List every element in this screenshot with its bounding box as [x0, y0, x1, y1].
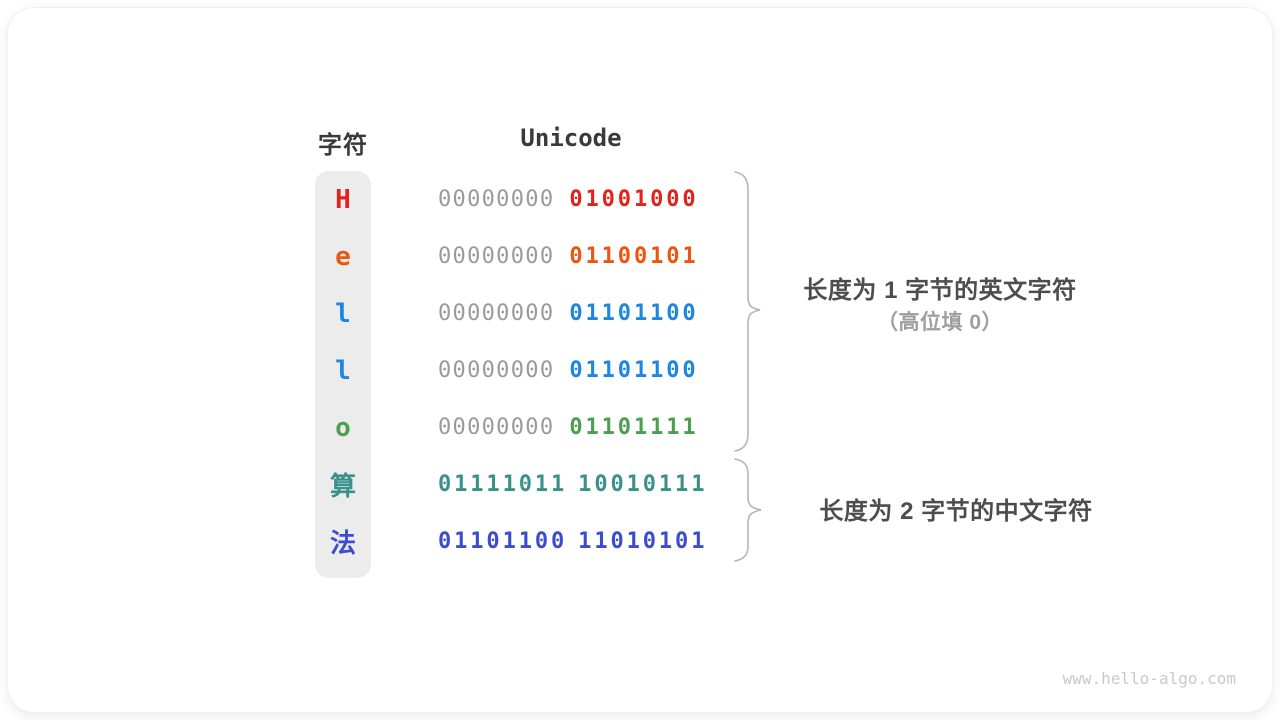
annotation-chinese-chars: 长度为 2 字节的中文字符	[756, 495, 1156, 528]
char-glyph: 法	[329, 529, 356, 559]
binary-value: 00000000 01101100	[438, 285, 699, 342]
column-header-unicode: Unicode	[520, 124, 622, 152]
char-glyph: l	[335, 355, 351, 386]
table-row-suan: 算 01111011 10010111	[315, 456, 955, 513]
table-row-e: e 00000000 01100101	[315, 228, 955, 285]
binary-value: 00000000 01001000	[438, 171, 699, 228]
char-glyph: l	[335, 298, 351, 329]
annotation-english-line2: （高位填 0）	[876, 311, 1003, 334]
column-header-character: 字符	[318, 132, 368, 159]
brace-english-group-icon	[734, 171, 761, 452]
byte-high: 00000000	[438, 187, 555, 212]
char-glyph: 算	[329, 472, 356, 502]
character-column-background	[315, 171, 371, 578]
binary-value: 01101100 11010101	[438, 513, 707, 570]
byte-low: 01100101	[569, 244, 699, 269]
byte-low: 01101100	[569, 301, 699, 326]
table-row-fa: 法 01101100 11010101	[315, 513, 955, 570]
binary-value: 00000000 01101111	[438, 399, 699, 456]
char-glyph: o	[335, 412, 351, 443]
byte-low: 01101111	[569, 415, 699, 440]
binary-value: 01111011 10010111	[438, 456, 707, 513]
table-row-l2: l 00000000 01101100	[315, 342, 955, 399]
char-glyph: e	[335, 241, 351, 272]
char-glyph: H	[335, 184, 351, 215]
watermark-url: www.hello-algo.com	[1062, 669, 1236, 688]
table-row-o: o 00000000 01101111	[315, 399, 955, 456]
annotation-english-chars: 长度为 1 字节的英文字符 （高位填 0）	[740, 274, 1140, 339]
byte-high: 00000000	[438, 301, 555, 326]
byte-low: 01001000	[569, 187, 699, 212]
annotation-english-line1: 长度为 1 字节的英文字符	[803, 277, 1077, 304]
byte-high: 00000000	[438, 358, 555, 383]
brace-chinese-group-icon	[734, 458, 762, 562]
diagram-card: 字符 Unicode H 00000000 01001000 e 0000000…	[8, 8, 1272, 712]
table-row-l1: l 00000000 01101100	[315, 285, 955, 342]
byte-low: 10010111	[578, 472, 708, 497]
binary-value: 00000000 01100101	[438, 228, 699, 285]
byte-high: 00000000	[438, 244, 555, 269]
curly-braces	[734, 171, 762, 562]
byte-low: 11010101	[578, 529, 708, 554]
annotation-chinese-line1: 长度为 2 字节的中文字符	[819, 498, 1093, 525]
binary-value: 00000000 01101100	[438, 342, 699, 399]
table-row-h: H 00000000 01001000	[315, 171, 955, 228]
byte-high: 01111011	[438, 472, 568, 497]
byte-high: 01101100	[438, 529, 568, 554]
byte-high: 00000000	[438, 415, 555, 440]
byte-low: 01101100	[569, 358, 699, 383]
